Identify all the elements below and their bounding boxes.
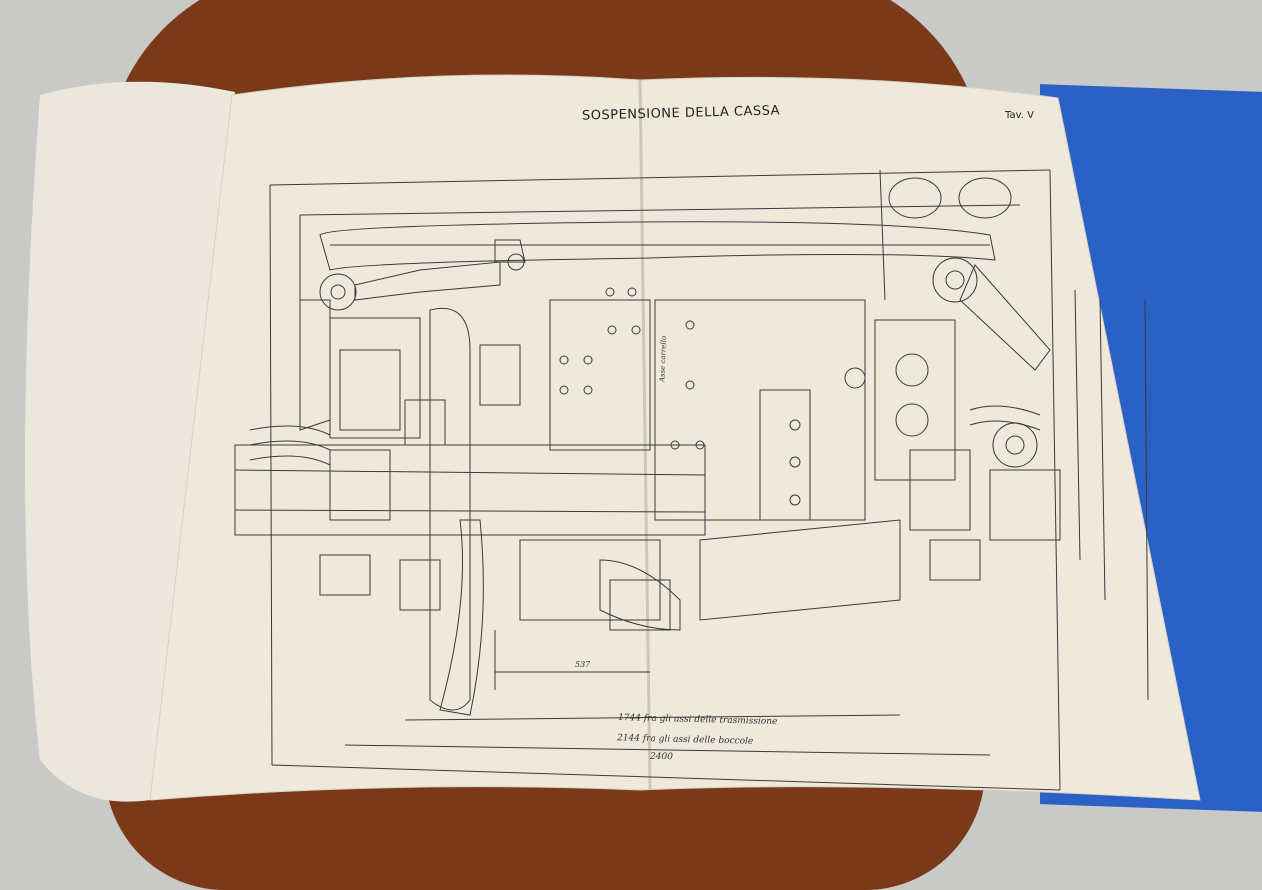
axle-label: Asse carrello [658, 335, 668, 383]
left-curled-page [25, 81, 235, 802]
caption-total: 2400 [649, 751, 674, 763]
technical-drawing [234, 169, 1149, 791]
page-spread [149, 74, 1201, 801]
open-book: SOSPENSIONE DELLA CASSA Tav. V 1744 fra … [25, 74, 1201, 802]
dimension-label: 537 [575, 660, 591, 669]
plate-number: Tav. V [1005, 110, 1034, 121]
book-spread [25, 74, 1201, 802]
